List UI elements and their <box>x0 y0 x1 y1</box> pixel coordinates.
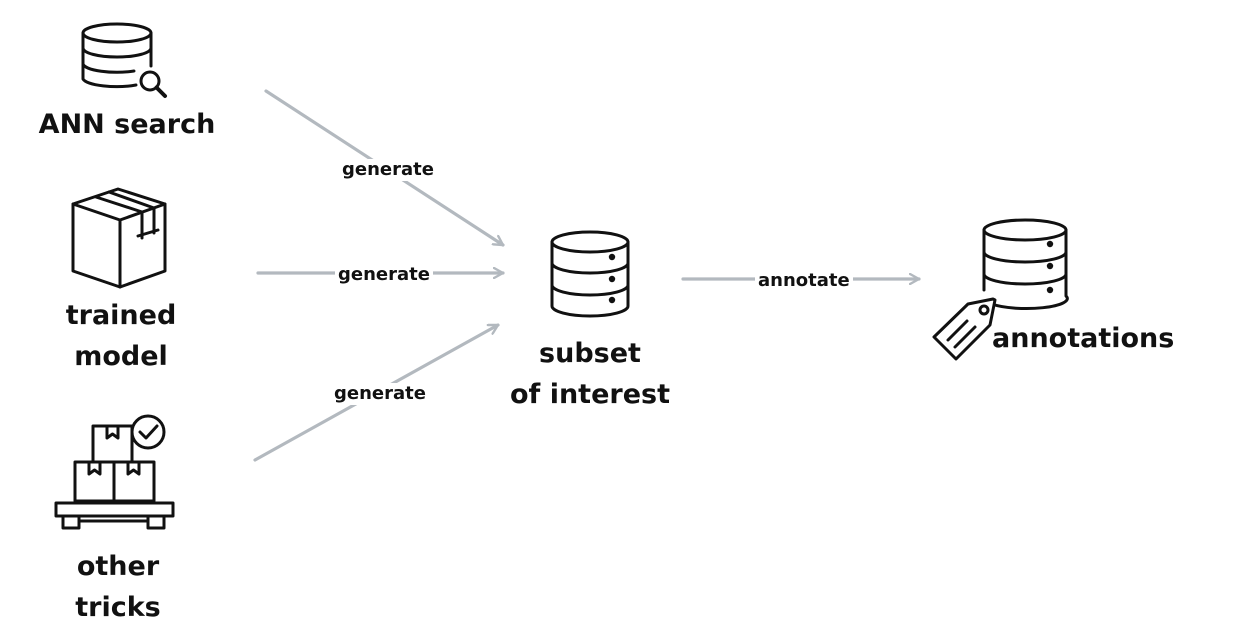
node-label-line: tricks <box>75 592 161 623</box>
edge-label-generate: generate <box>339 159 437 181</box>
edge-label-generate: generate <box>335 264 433 286</box>
database-indicator-dots <box>608 253 616 304</box>
edge-label-annotate: annotate <box>755 270 853 292</box>
node-label-line: other <box>76 551 160 582</box>
node-label-line: ANN search <box>38 109 216 140</box>
node-label-annotations: annotations <box>992 318 1175 359</box>
node-label-ann-search: ANN search <box>24 104 230 145</box>
edge-label-generate: generate <box>331 383 429 405</box>
node-label-other-tricks: other tricks <box>38 546 198 628</box>
node-label-line: of interest <box>510 379 670 410</box>
node-label-line: trained <box>65 300 177 331</box>
database-indicator-dots <box>1046 240 1054 294</box>
box-icon <box>71 187 167 289</box>
node-label-line: annotations <box>992 323 1175 354</box>
database-tag-icon <box>932 218 1069 361</box>
database-icon <box>550 230 630 318</box>
node-label-subset: subset of interest <box>490 333 690 415</box>
database-search-icon <box>81 22 167 98</box>
node-label-trained-model: trained model <box>41 295 201 377</box>
node-label-line: model <box>74 341 168 372</box>
boxes-pallet-check-icon <box>54 414 175 530</box>
node-label-line: subset <box>539 338 641 369</box>
